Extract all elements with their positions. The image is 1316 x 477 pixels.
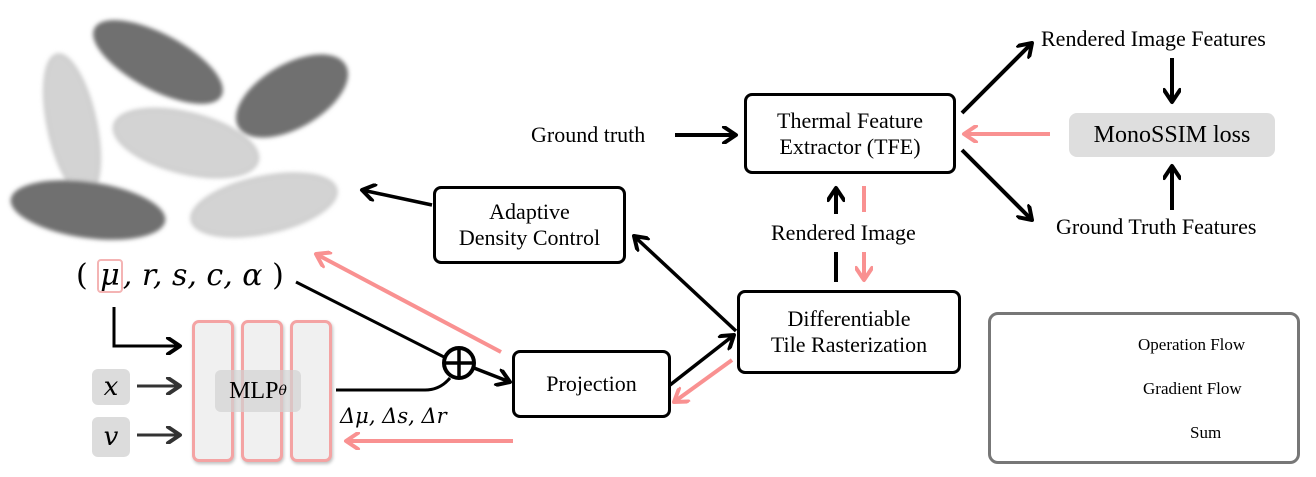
mlp-to-sum-curve xyxy=(336,377,452,392)
tfe-to-ground-truth-features-arrow xyxy=(960,148,1032,220)
mlp-text: MLP xyxy=(229,377,279,404)
rasterization-label-line1: Differentiable xyxy=(787,306,911,331)
tfe-label-line1: Thermal Feature xyxy=(777,107,923,133)
ellipse-light xyxy=(112,107,260,179)
ellipse-light xyxy=(190,172,338,238)
projection-to-rasterization-arrow xyxy=(668,335,734,387)
gaussian-params: ( μ, r, s, c, α ) xyxy=(76,258,284,293)
node-differentiable-tile-rasterization[interactable]: Differentiable Tile Rasterization xyxy=(737,290,961,374)
mlp-subscript: θ xyxy=(278,383,287,399)
ellipse-dark xyxy=(93,20,223,104)
rasterization-to-adc-arrow xyxy=(634,236,738,333)
gradient-projection-to-params-arrow xyxy=(316,254,502,354)
ground-truth-label: Ground truth xyxy=(531,122,646,147)
input-v: v xyxy=(92,417,130,457)
node-thermal-feature-extractor[interactable]: Thermal Feature Extractor (TFE) xyxy=(744,93,956,174)
legend-gradient-flow-label: Gradient Flow xyxy=(1143,379,1242,398)
rasterization-label-line2: Tile Rasterization xyxy=(770,332,928,357)
param-mu: μ xyxy=(97,259,123,293)
legend-operation-flow-label: Operation Flow xyxy=(1138,335,1246,354)
node-projection[interactable]: Projection xyxy=(512,350,671,418)
tfe-to-rendered-features-arrow xyxy=(960,43,1032,115)
params-open: ( xyxy=(76,258,88,293)
monossim-loss: MonoSSIM loss xyxy=(1069,113,1275,157)
input-v-label: v xyxy=(103,422,119,452)
mu-to-mlp-arrow xyxy=(112,307,180,346)
tfe-label-line2: Extractor (TFE) xyxy=(779,133,921,159)
rendered-image-label: Rendered Image xyxy=(771,220,916,245)
sum-to-projection-arrow xyxy=(473,366,510,382)
ellipse-dark xyxy=(10,180,166,240)
projection-label: Projection xyxy=(546,371,637,396)
input-x-label: x xyxy=(103,372,119,402)
rendered-image-features-label: Rendered Image Features xyxy=(1041,26,1266,51)
gradient-rasterization-to-projection-arrow xyxy=(674,358,734,402)
params-close: ) xyxy=(272,258,284,293)
ellipse-dark xyxy=(235,54,349,138)
node-adaptive-density-control[interactable]: Adaptive Density Control xyxy=(433,186,626,264)
loss-label: MonoSSIM loss xyxy=(1093,121,1251,148)
legend-sum-label: Sum xyxy=(1190,423,1222,442)
delta-params: Δμ, Δs, Δr xyxy=(340,404,447,428)
ground-truth-features-label: Ground Truth Features xyxy=(1056,214,1257,239)
ellipse-light xyxy=(43,53,101,197)
input-x: x xyxy=(92,369,130,405)
gaussian-ellipses-illustration xyxy=(10,20,349,240)
sum-icon xyxy=(442,346,476,380)
adc-label-line1: Adaptive xyxy=(489,199,570,224)
legend: Operation Flow Gradient Flow Sum xyxy=(988,312,1300,464)
adc-label-line2: Density Control xyxy=(458,225,601,250)
params-to-sum-line xyxy=(295,280,447,360)
adc-to-gaussians-arrow xyxy=(362,190,433,207)
params-rest: , r, s, c, α xyxy=(122,258,263,293)
